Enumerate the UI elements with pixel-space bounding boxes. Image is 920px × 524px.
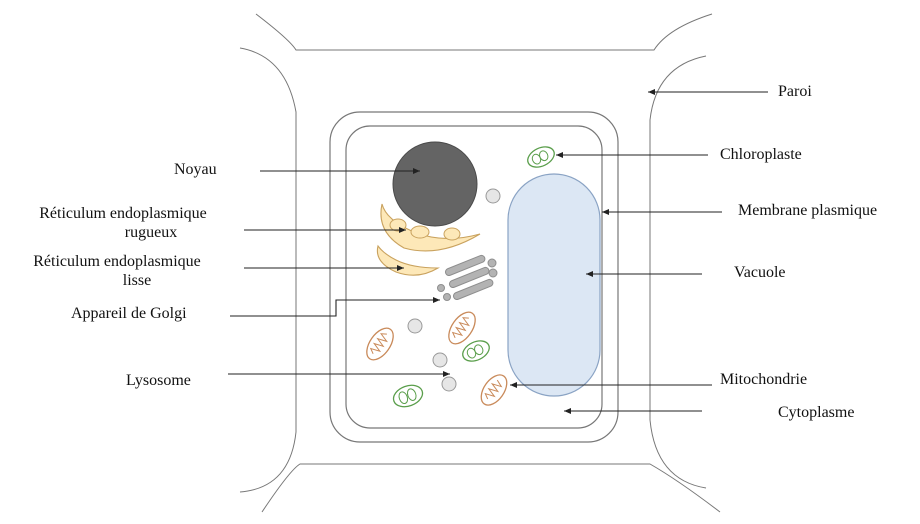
chloroplast <box>460 337 493 365</box>
label-mitochondrie: Mitochondrie <box>720 370 807 389</box>
neighbor-wall-top <box>256 14 712 50</box>
mitochondrion <box>361 324 398 365</box>
vacuole <box>508 174 600 396</box>
nucleus <box>393 142 477 226</box>
lysosome <box>433 353 447 367</box>
label-reticulum-rugueux-line1: Réticulum endoplasmique <box>12 204 234 223</box>
label-membrane-plasmique: Membrane plasmique <box>738 201 877 220</box>
label-reticulum-lisse: Réticulum endoplasmique lisse <box>6 252 228 290</box>
ribosome <box>390 219 406 231</box>
neighbor-wall-bottom <box>262 464 720 512</box>
neighbor-wall-left <box>240 48 296 492</box>
label-paroi: Paroi <box>778 82 812 101</box>
label-reticulum-rugueux: Réticulum endoplasmique rugueux <box>12 204 234 242</box>
ribosome <box>411 226 429 238</box>
lysosome <box>486 189 500 203</box>
label-reticulum-lisse-line2: lisse <box>6 271 228 290</box>
label-noyau: Noyau <box>174 160 217 179</box>
label-chloroplaste: Chloroplaste <box>720 145 802 164</box>
label-vacuole: Vacuole <box>734 263 786 282</box>
mitochondrion <box>476 370 512 409</box>
label-appareil-de-golgi: Appareil de Golgi <box>71 304 187 323</box>
golgi-apparatus <box>438 254 498 300</box>
arrow-golgi <box>230 300 440 316</box>
chloroplast <box>525 143 558 171</box>
label-lysosome: Lysosome <box>126 371 191 390</box>
lysosome <box>442 377 456 391</box>
label-reticulum-rugueux-line2: rugueux <box>12 223 234 242</box>
chloroplast <box>390 381 425 410</box>
ribosome <box>444 228 460 240</box>
label-reticulum-lisse-line1: Réticulum endoplasmique <box>6 252 228 271</box>
label-cytoplasme: Cytoplasme <box>778 403 854 422</box>
neighbor-wall-right <box>650 56 706 488</box>
lysosome <box>408 319 422 333</box>
